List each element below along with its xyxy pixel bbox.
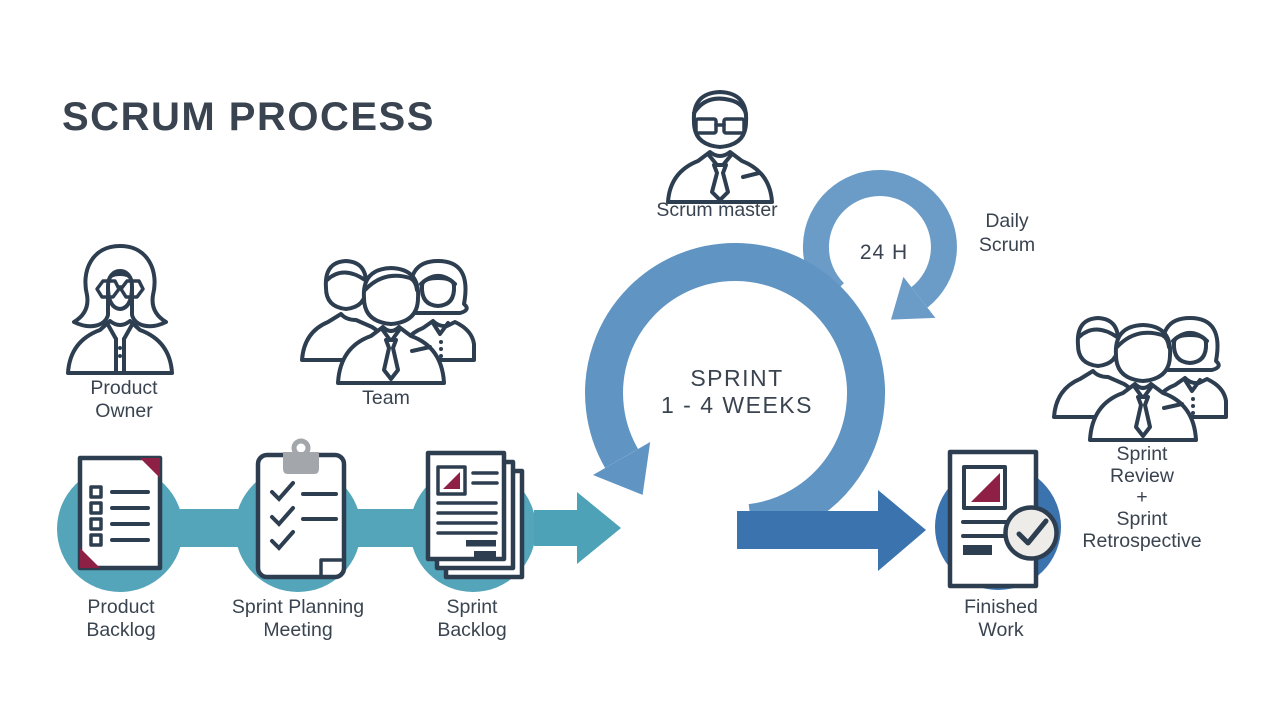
sprint-planning-label-line2: Meeting bbox=[263, 619, 332, 641]
product-backlog-label-line1: Product bbox=[87, 596, 155, 618]
team-label: Team bbox=[362, 387, 410, 409]
product-owner-icon bbox=[66, 244, 174, 375]
review-label-line5: Retrospective bbox=[1082, 530, 1201, 552]
page-title: SCRUM PROCESS bbox=[62, 95, 435, 139]
sprint-backlog-label-line1: Sprint bbox=[447, 596, 499, 618]
review-label-line2: Review bbox=[1110, 465, 1175, 487]
review-label-line1: Sprint bbox=[1117, 443, 1169, 465]
product-owner-label-line1: Product bbox=[90, 377, 158, 399]
product-owner-label-line2: Owner bbox=[95, 400, 153, 422]
scrum-master-icon bbox=[666, 90, 774, 204]
review-label-line3: + bbox=[1136, 486, 1147, 508]
sprint-planning-label-line1: Sprint Planning bbox=[232, 596, 364, 618]
finished-work-label-line2: Work bbox=[978, 619, 1023, 641]
sprint-arrowhead-icon bbox=[593, 442, 651, 495]
daily-scrum-label-line1: Daily bbox=[985, 210, 1029, 232]
team-icon bbox=[300, 259, 476, 385]
sprint-backlog-label-line2: Backlog bbox=[437, 619, 506, 641]
daily-scrum-arrowhead-icon bbox=[891, 276, 936, 320]
finished-work-icon bbox=[947, 449, 1059, 589]
arrow-to-sprint bbox=[534, 492, 621, 564]
daily-scrum-ring bbox=[802, 170, 957, 320]
arrow-to-finished-work bbox=[737, 490, 926, 571]
sprint-arc bbox=[585, 242, 886, 542]
check-circle-icon bbox=[1003, 505, 1059, 561]
review-group-icon bbox=[1052, 316, 1228, 442]
sprint-cycle-ring bbox=[585, 242, 886, 542]
scrum-master-label: Scrum master bbox=[656, 199, 778, 221]
review-label-line4: Sprint bbox=[1117, 508, 1169, 530]
sprint-label-line1: SPRINT bbox=[690, 365, 783, 391]
product-backlog-label-line2: Backlog bbox=[86, 619, 155, 641]
daily-duration-label: 24 H bbox=[860, 241, 908, 264]
finished-work-label-line1: Finished bbox=[964, 596, 1038, 618]
daily-scrum-arc bbox=[802, 170, 957, 308]
daily-scrum-label-line2: Scrum bbox=[979, 234, 1035, 256]
connector-1 bbox=[180, 509, 238, 547]
sprint-planning-icon bbox=[255, 438, 347, 580]
sprint-label-line2: 1 - 4 WEEKS bbox=[661, 392, 813, 418]
connector-2 bbox=[356, 509, 414, 547]
sprint-backlog-icon bbox=[425, 450, 525, 580]
product-backlog-icon bbox=[77, 455, 163, 571]
